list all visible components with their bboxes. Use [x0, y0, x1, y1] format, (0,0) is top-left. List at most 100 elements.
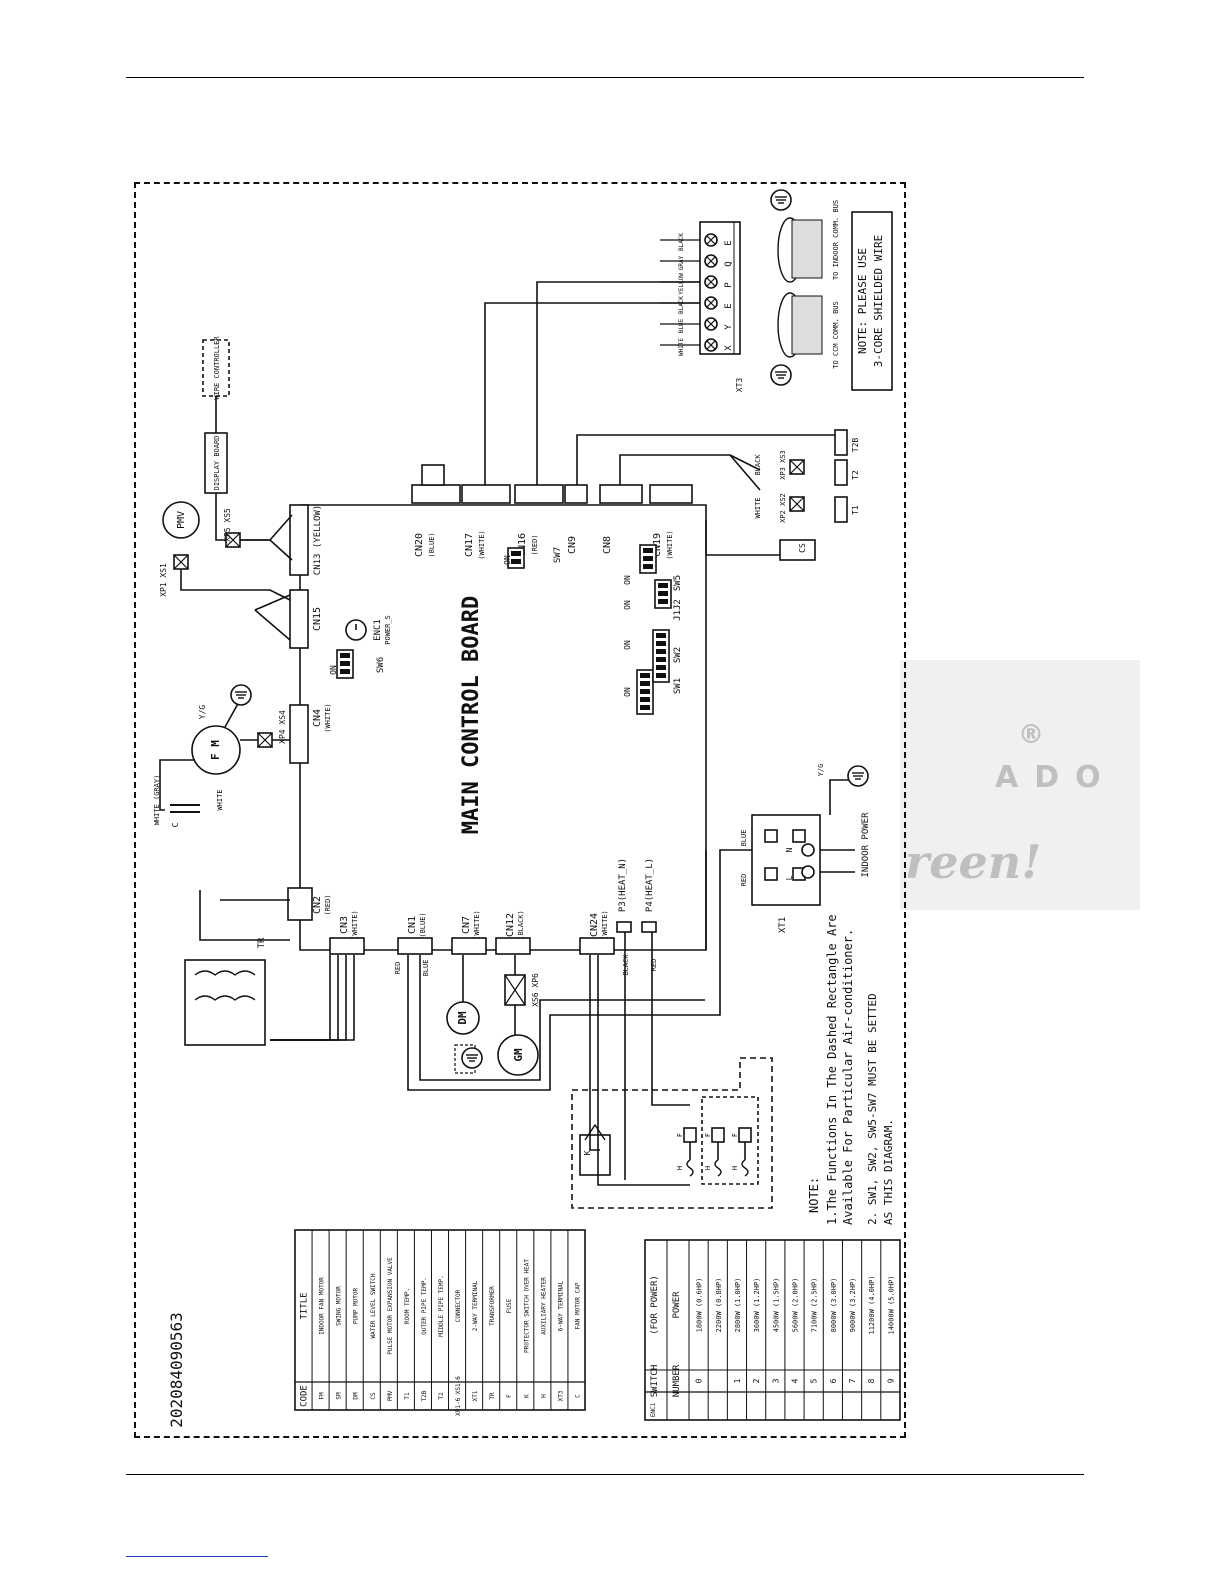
dip-lever [511, 551, 521, 556]
xt3-wire-color: GRAY [678, 255, 685, 270]
wire-color: WHITE (GRAY) [153, 775, 161, 826]
on-label: ON [623, 600, 632, 610]
connector-color: (BLUE) [428, 532, 436, 557]
dm-label: DM [456, 1011, 469, 1025]
connector-cn1 [397, 937, 433, 955]
xt1-slot [792, 829, 806, 843]
xt3-pin-label: X [724, 345, 734, 351]
footer-rule [126, 1474, 1084, 1475]
to-ccm-label: TO CCM COMM. BUS [832, 301, 840, 368]
legend-code: XT3 [557, 1390, 564, 1401]
legend-title: 2-WAY TERMINAL [472, 1280, 479, 1331]
tr-secondary [270, 955, 347, 1041]
dm-ground-dashed [454, 1044, 476, 1074]
wire-color: BLUE [422, 960, 430, 977]
xt3-wire-color: BLACK [678, 296, 685, 314]
notes-line: 1.The Functions In The Dashed Rectangle … [825, 914, 839, 1225]
wire-color: BLACK [754, 454, 762, 476]
transformer-box [184, 959, 266, 1046]
xt1-l: L [785, 875, 794, 880]
cn13-harness [240, 539, 293, 561]
heater-element [741, 1159, 749, 1177]
dip-lever [643, 548, 653, 553]
notes-line: AS THIS DIAGRAM. [882, 1119, 895, 1225]
power-value: 8000W (3.0HP) [830, 1278, 838, 1333]
connector-cn2 [287, 887, 313, 921]
watermark-letters: ADO [995, 760, 1117, 795]
on-label: ON [329, 665, 338, 675]
wire [419, 955, 705, 1081]
notes-line: Available For Particular Air-conditioner… [841, 929, 855, 1225]
screw-slot [706, 340, 716, 350]
sensor-wire [619, 454, 761, 491]
xt3-pin-label: Q [724, 261, 734, 266]
notes-head: NOTE: [807, 1177, 821, 1213]
gm-label: GM [512, 1048, 525, 1062]
power-number: 4 [791, 1378, 800, 1383]
heater-h-label: H [704, 1166, 712, 1170]
connector-label: CN1 [407, 916, 418, 934]
wire-color: RED [740, 874, 748, 887]
dip-lever [511, 559, 521, 564]
cap-label: C [171, 822, 180, 827]
connector-color: (WHITE) [473, 910, 481, 940]
power-header: NUMBER [672, 1364, 682, 1397]
xt1-terminal [751, 814, 821, 906]
power-header: (FOR POWER) [650, 1275, 660, 1335]
legend-code: XT1 [472, 1390, 479, 1401]
heater-k-wire [589, 955, 600, 1151]
switch-sub: POWER_S [384, 615, 392, 645]
power-value: 2200W (0.8HP) [715, 1278, 723, 1333]
legend-code: C [574, 1394, 581, 1398]
footer-link-underline[interactable] [126, 1556, 268, 1557]
legend-title: FAN MOTOR CAP [574, 1282, 581, 1329]
heater-k-label: K [583, 1150, 592, 1155]
watermark-script: reen! [905, 835, 1042, 889]
xt1-screw [801, 843, 815, 857]
connector-color: (RED) [531, 534, 539, 555]
switch-label: SW1 [673, 678, 683, 694]
fan-motor-circle [191, 725, 241, 775]
connector-cn8 [599, 484, 643, 504]
xt3-wire-color: BLACK [678, 233, 685, 251]
xt3-pin-label: E [724, 303, 734, 308]
connector-p4 [641, 921, 657, 933]
xt3-wire-color: WHITE [678, 338, 685, 356]
connector-cn4 [289, 704, 309, 764]
notes-line: 2. SW1, SW2, SW5-SW7 MUST BE SETTED [866, 993, 879, 1225]
legend-code: FM [319, 1392, 326, 1400]
wire-controller-label: WIRE CONTROLLER [213, 336, 221, 400]
legend-title: INDOOR FAN MOTOR [319, 1277, 326, 1335]
shield-note: NOTE: PLEASE USE [856, 248, 869, 354]
on-label: ON [623, 687, 632, 697]
connector-label: CN16 [517, 533, 528, 557]
legend-code: DM [353, 1392, 360, 1400]
legend-title: FUSE [506, 1298, 513, 1313]
xt3-pin-label: P [724, 282, 734, 288]
dip-lever [640, 681, 650, 686]
power-ground-wire [829, 779, 850, 815]
heater-dashed-inner [701, 1096, 759, 1185]
dip-lever [658, 591, 668, 596]
xt1-label: XT1 [778, 917, 788, 933]
xt1-n: N [785, 847, 794, 852]
screw-slot [706, 298, 716, 308]
fan-motor-label: F M [209, 740, 222, 760]
screw-slot [706, 256, 716, 266]
connector-cross [504, 974, 526, 1006]
power-number: 6 [829, 1378, 838, 1383]
cn15-harness [254, 594, 291, 611]
connector-cn3 [329, 937, 365, 955]
fuse-label: F [676, 1133, 684, 1137]
connector-cross [225, 532, 241, 548]
dip-lever [656, 673, 666, 678]
legend-title: CONNECTOR [455, 1289, 462, 1322]
connector-color: (WHITE) [601, 910, 609, 940]
power-number: 0 [695, 1378, 704, 1383]
power-table [644, 1239, 901, 1421]
switch-label: J1J2 [673, 599, 683, 621]
t1-thermistor [834, 496, 848, 523]
power-value: 7100W (2.5HP) [811, 1278, 819, 1333]
connector-cn20 [411, 484, 461, 504]
